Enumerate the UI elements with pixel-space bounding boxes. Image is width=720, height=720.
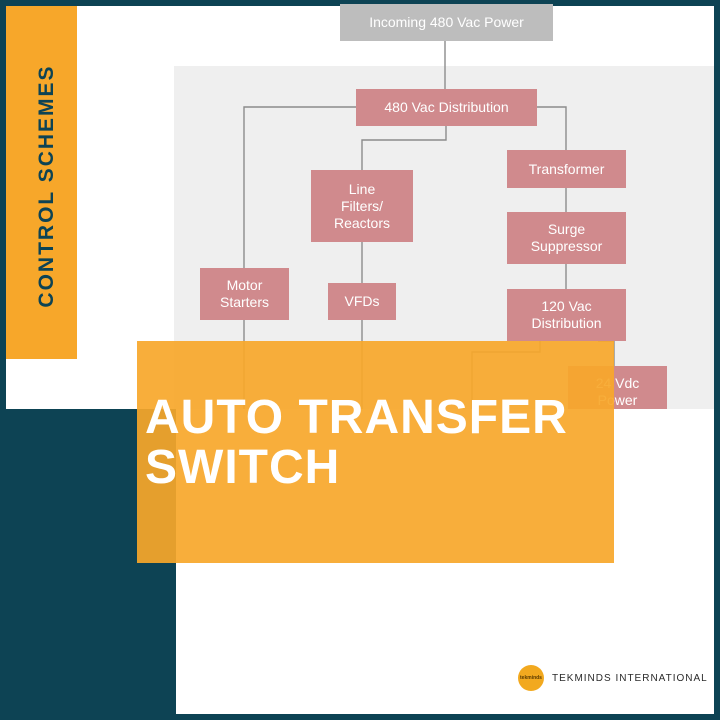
node-120-vac-distribution: 120 Vac Distribution bbox=[507, 289, 626, 341]
page-title: AUTO TRANSFER SWITCH bbox=[145, 393, 615, 493]
connector-480-to-line-filters bbox=[361, 126, 447, 170]
brand-block: tekminds TEKMINDS INTERNATIONAL bbox=[518, 664, 708, 692]
node-label: VFDs bbox=[344, 293, 380, 309]
node-line-filters-reactors: Line Filters/ Reactors bbox=[311, 170, 413, 242]
node-surge-suppressor: Surge Suppressor bbox=[507, 212, 626, 264]
title-line-2: SWITCH bbox=[145, 441, 341, 494]
node-label-line2: Starters bbox=[219, 294, 269, 310]
category-tab: CONTROL SCHEMES bbox=[6, 6, 77, 359]
brand-logo-icon: tekminds bbox=[518, 665, 544, 691]
node-label-line2: Filters/ bbox=[341, 197, 383, 214]
node-label-line1: Motor bbox=[226, 277, 263, 293]
node-vfds: VFDs bbox=[328, 283, 396, 320]
node-label-line2: Suppressor bbox=[530, 238, 603, 254]
node-label-line3: Reactors bbox=[333, 214, 391, 231]
node-transformer: Transformer bbox=[507, 150, 626, 188]
node-incoming-480-power: Incoming 480 Vac Power bbox=[340, 4, 553, 41]
connector-480-to-transformer bbox=[537, 106, 567, 150]
node-label: Transformer bbox=[528, 160, 605, 177]
node-motor-starters: Motor Starters bbox=[200, 268, 289, 320]
node-label-line1: 120 Vac bbox=[541, 298, 592, 314]
node-label-line1: Surge bbox=[547, 221, 586, 237]
title-line-1: AUTO TRANSFER bbox=[145, 391, 568, 444]
node-480-distribution: 480 Vac Distribution bbox=[356, 89, 537, 126]
brand-name: TEKMINDS INTERNATIONAL bbox=[552, 672, 708, 684]
node-label: Incoming 480 Vac Power bbox=[369, 14, 524, 30]
logo-text: tekminds bbox=[520, 675, 542, 681]
node-label-line2: Distribution bbox=[531, 315, 602, 331]
node-label-line1: Line bbox=[348, 180, 376, 197]
title-banner: AUTO TRANSFER SWITCH bbox=[137, 341, 614, 563]
connector-480-to-motor-starters bbox=[243, 106, 357, 268]
node-label: 480 Vac Distribution bbox=[384, 99, 509, 115]
category-label: CONTROL SCHEMES bbox=[35, 64, 58, 308]
